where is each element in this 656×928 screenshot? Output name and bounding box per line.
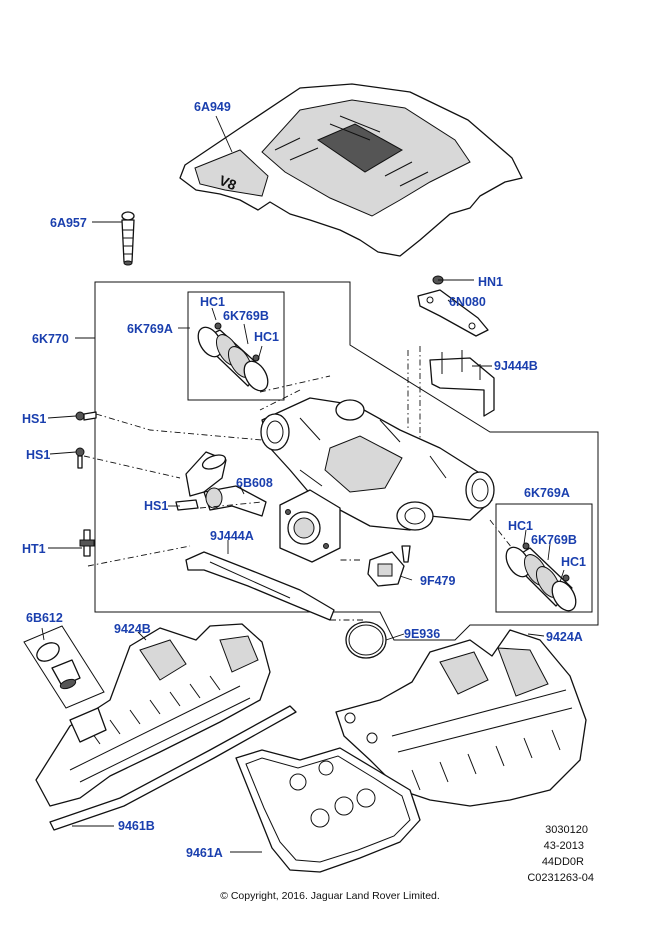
- label-6a949: 6A949: [194, 100, 231, 114]
- label-6n080: 6N080: [449, 295, 486, 309]
- intake-manifold: [260, 397, 495, 563]
- label-9j444a: 9J444A: [210, 529, 254, 543]
- label-9424a: 9424A: [546, 630, 583, 644]
- label-9424b: 9424B: [114, 622, 151, 636]
- hose-box-left: [187, 291, 285, 401]
- ref-line-3: 44DD0R: [542, 856, 584, 868]
- label-hs1-mid: HS1: [26, 448, 50, 462]
- part-labels: 6A949 6A957 6K770 HN1 6N080 9J444B 6K769…: [22, 100, 586, 860]
- seal-ring: [345, 621, 387, 659]
- label-hs1-pipe: HS1: [144, 499, 168, 513]
- alignment-lines: [83, 346, 513, 621]
- label-6k769a-right: 6K769A: [524, 486, 570, 500]
- seal-ring-inner: [348, 624, 384, 656]
- ref-line-1: 3030120: [545, 824, 588, 836]
- label-9j444b: 9J444B: [494, 359, 538, 373]
- label-6k769b-right: 6K769B: [531, 533, 577, 547]
- cover-fastener: [121, 211, 135, 266]
- sensor-9f479: [367, 545, 411, 587]
- label-hc1-right-top: HC1: [508, 519, 533, 533]
- label-hc1-left-top: HC1: [200, 295, 225, 309]
- label-hc1-left-bottom: HC1: [254, 330, 279, 344]
- label-hn1: HN1: [478, 275, 503, 289]
- engine-cover: V8: [179, 83, 523, 257]
- hose-right: [505, 542, 577, 612]
- label-6b612: 6B612: [26, 611, 63, 625]
- copyright-notice: © Copyright, 2016. Jaguar Land Rover Lim…: [220, 890, 440, 902]
- label-ht1: HT1: [22, 542, 46, 556]
- label-6b608: 6B608: [236, 476, 273, 490]
- hose-left: [197, 322, 269, 392]
- label-hs1-top: HS1: [22, 412, 46, 426]
- label-9461b: 9461B: [118, 819, 155, 833]
- label-9e936: 9E936: [404, 627, 440, 641]
- reference-info: 3030120 43-2013 44DD0R C0231263-04: [527, 824, 594, 884]
- bolt-hs1-top: [75, 411, 97, 421]
- oil-cap-box: [23, 625, 105, 709]
- v8-emblem: V8: [217, 172, 239, 193]
- bracket-9j444b: [429, 350, 495, 417]
- label-6k769b-left: 6K769B: [223, 309, 269, 323]
- egr-pipe: [175, 451, 267, 517]
- gasket-left: [49, 705, 297, 831]
- ref-line-2: 43-2013: [544, 840, 584, 852]
- bolt-hs1-mid: [75, 447, 85, 469]
- rocker-cover-left: [35, 623, 271, 807]
- label-hc1-right-bottom: HC1: [561, 555, 586, 569]
- sensor-ht1: [79, 529, 95, 557]
- gasket-right: [235, 747, 421, 873]
- hose-box-right: [495, 503, 593, 613]
- label-9461a: 9461A: [186, 846, 223, 860]
- label-6k770: 6K770: [32, 332, 69, 346]
- ref-line-4: C0231263-04: [527, 872, 594, 884]
- leader-lines: [41, 115, 565, 853]
- label-6a957: 6A957: [50, 216, 87, 230]
- label-9f479: 9F479: [420, 574, 455, 588]
- oil-cap: [36, 642, 81, 690]
- label-6k769a-left: 6K769A: [127, 322, 173, 336]
